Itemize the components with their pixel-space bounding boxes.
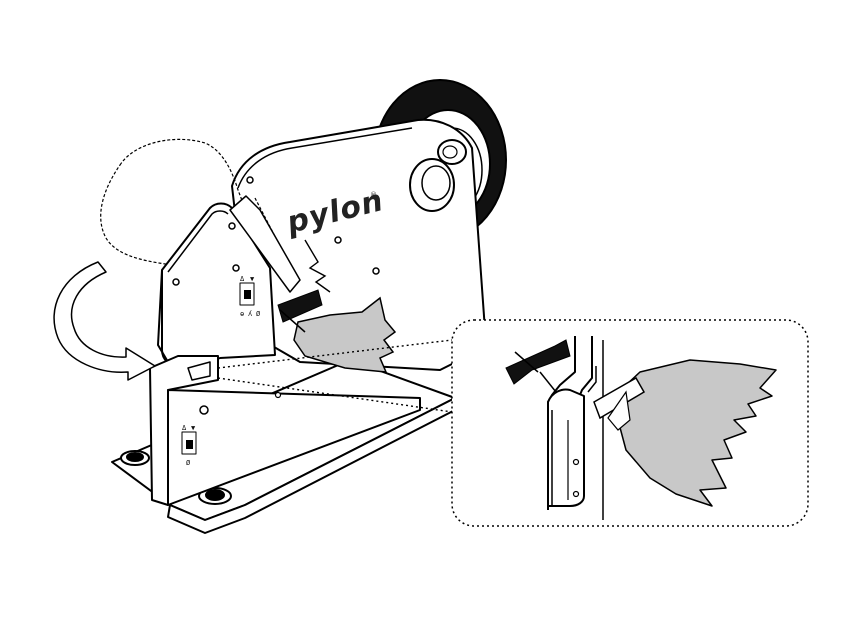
knob [409,139,467,212]
bracket [149,355,421,506]
svg-text:Ø: Ø [256,310,261,318]
detail-leader-lines [217,339,453,413]
svg-text:ʎ: ʎ [248,310,252,318]
bag-icon [100,138,397,373]
svg-text:ɵ: ɵ [240,310,244,318]
svg-text:Δ: Δ [240,275,245,283]
svg-text:▼: ▼ [250,275,255,283]
svg-text:Ø: Ø [186,459,191,467]
detail-magnifier [451,319,809,527]
registered-mark: ® [370,191,377,199]
base-plate-marks: Δ ▼ Ø [182,424,196,467]
front-plate-marks: Δ ▼ ɵ ʎ Ø [240,275,261,318]
front-plate [157,195,301,367]
svg-text:▼: ▼ [191,424,196,432]
svg-text:Δ: Δ [182,424,187,432]
curved-arrow-icon [53,261,156,381]
